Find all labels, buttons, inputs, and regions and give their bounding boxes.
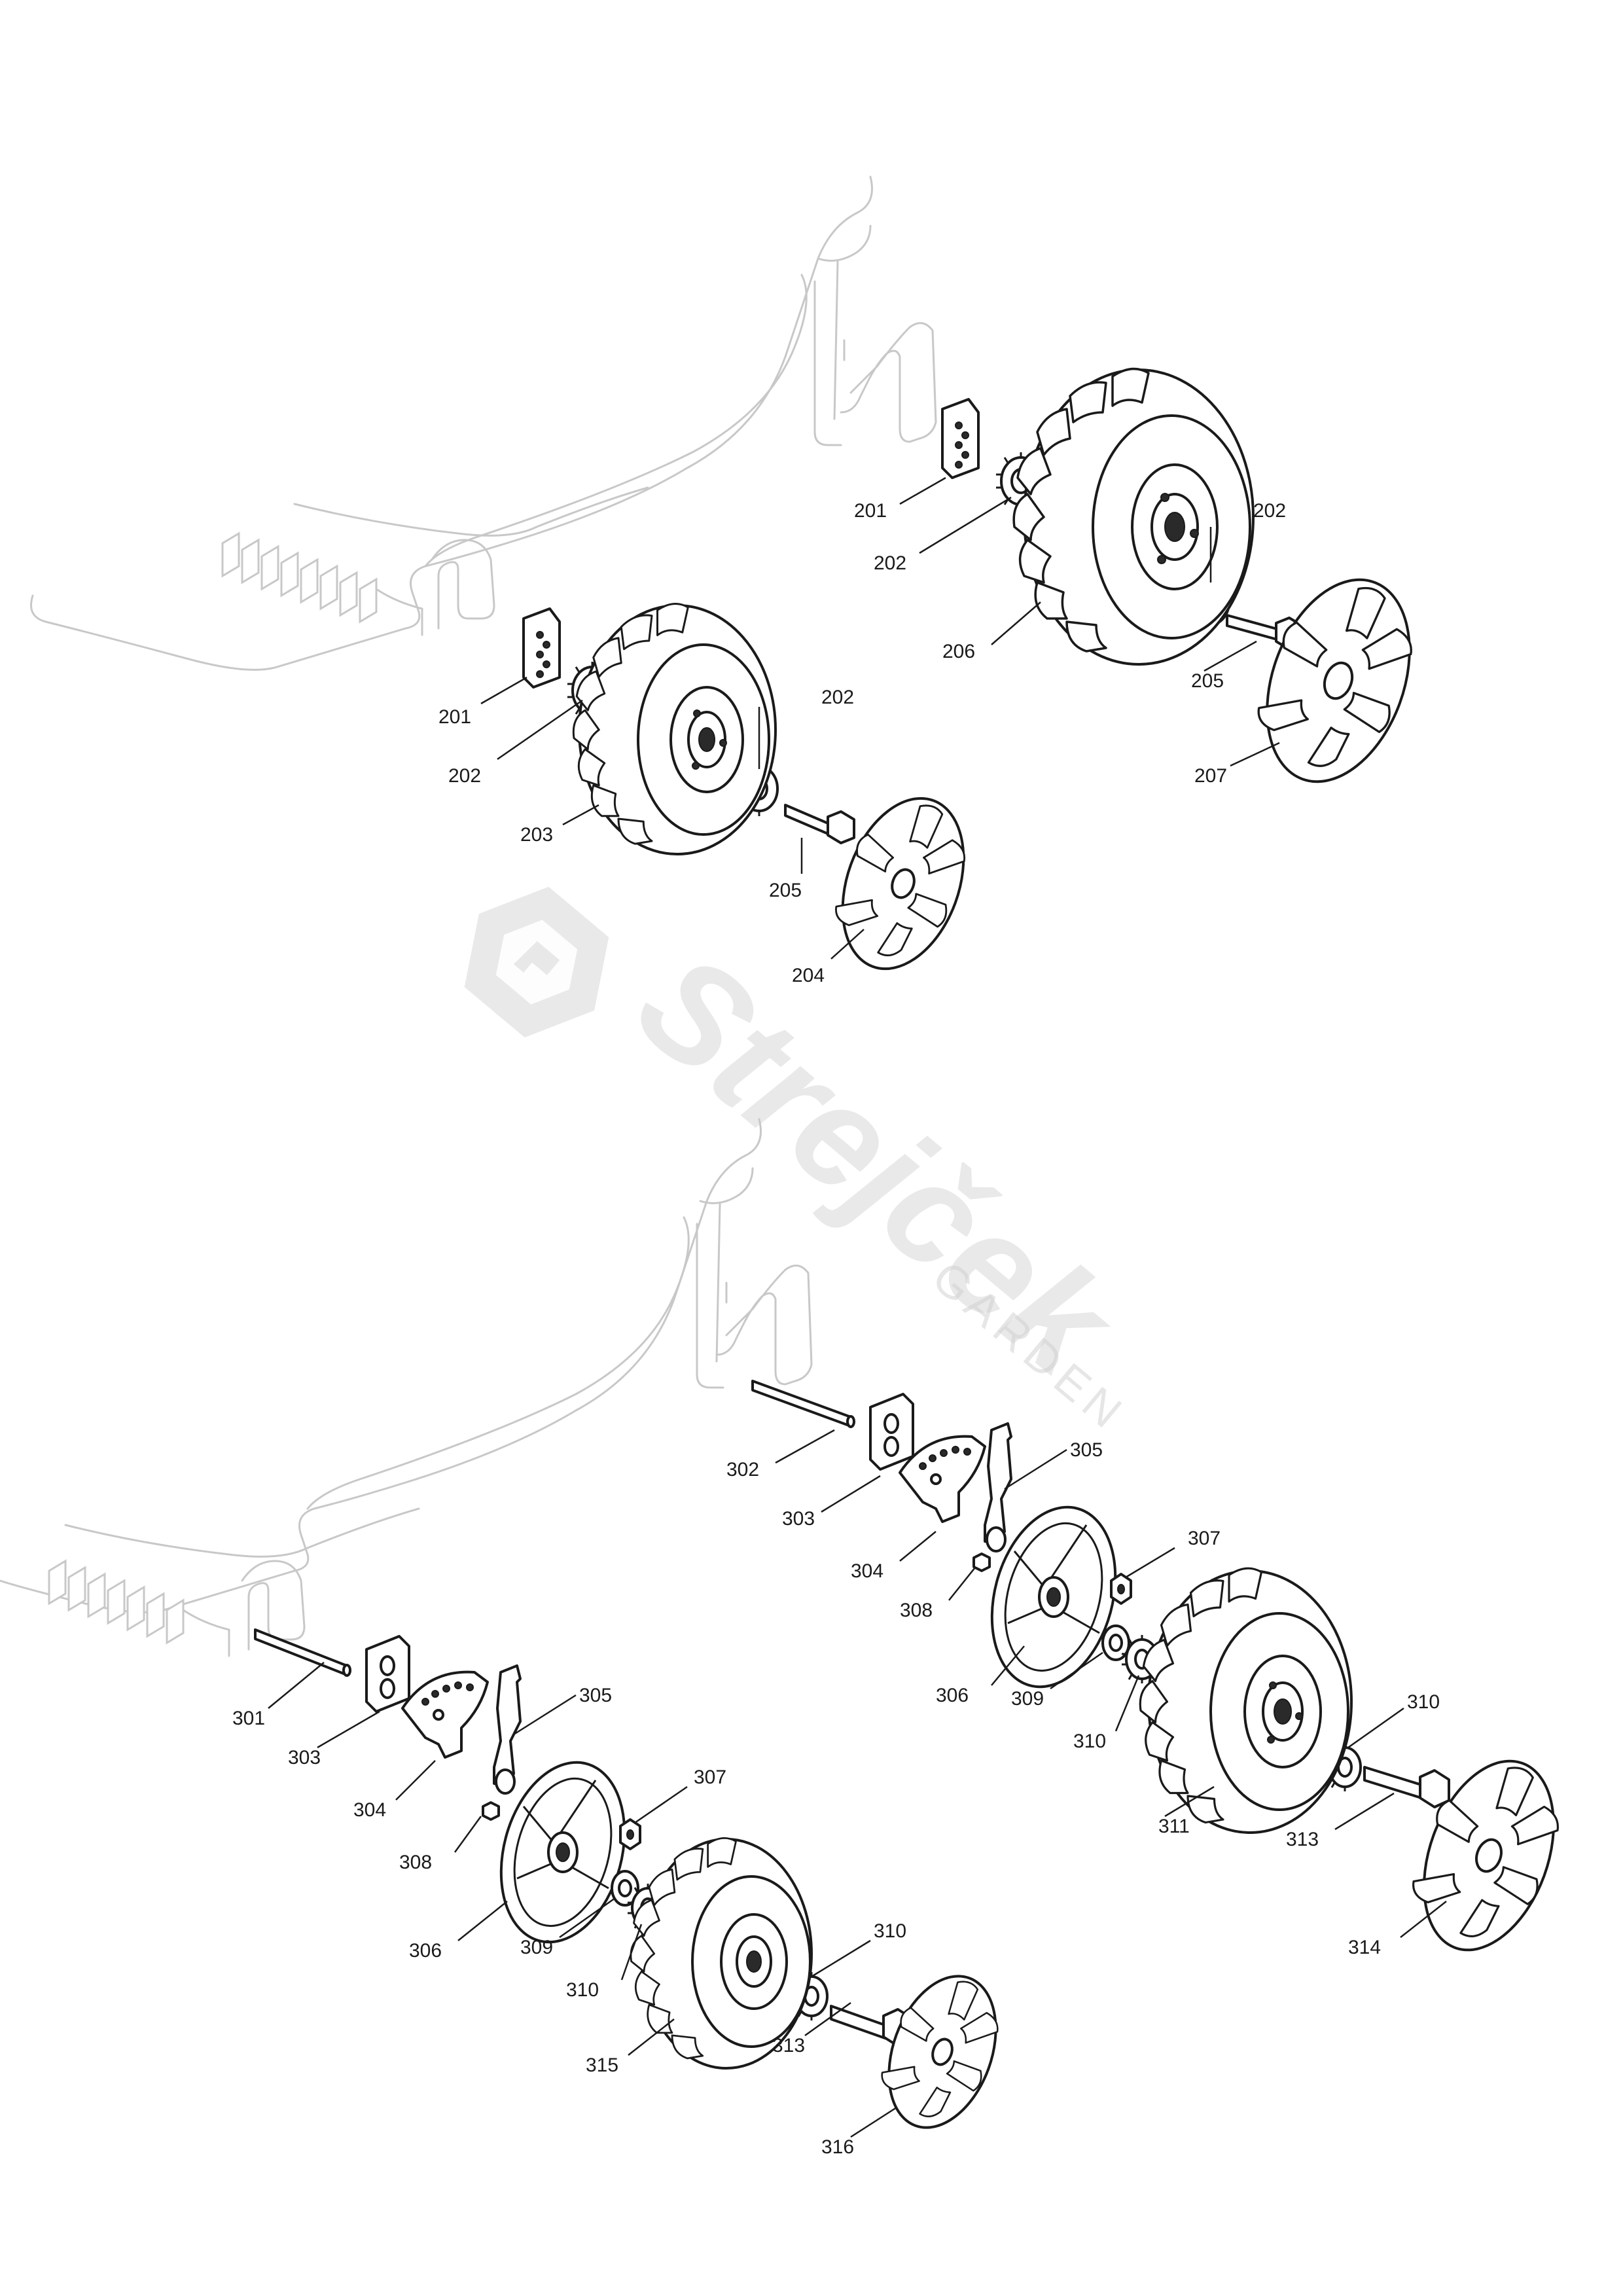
label-307: 307 xyxy=(694,1767,726,1788)
bolt-205-b xyxy=(784,804,855,844)
height-bracket-201-left xyxy=(522,607,561,689)
wheel-203 xyxy=(572,603,777,855)
label-201: 201 xyxy=(854,500,887,522)
sector-plate-304-right xyxy=(899,1435,986,1523)
leader-lines-top xyxy=(480,476,1280,960)
label-308: 308 xyxy=(399,1852,432,1873)
nut-307-right xyxy=(1110,1573,1132,1605)
watermark-logo-icon xyxy=(464,886,609,1038)
deck-outline-top xyxy=(30,175,937,671)
hubcap-204 xyxy=(825,786,980,971)
leader-lines-bottom xyxy=(268,1429,1447,2138)
height-bracket-201-right xyxy=(941,398,980,479)
label-301: 301 xyxy=(232,1708,265,1729)
label-310: 310 xyxy=(1073,1731,1106,1752)
nut-308-right xyxy=(972,1552,991,1572)
label-202: 202 xyxy=(1253,500,1286,522)
washer-309-left xyxy=(611,1870,639,1907)
labels-bottom: 302 303 304 305 307 308 306 309 310 310 … xyxy=(232,1439,1440,2158)
disc-306-right xyxy=(990,1505,1117,1689)
label-308: 308 xyxy=(900,1600,933,1621)
label-306: 306 xyxy=(936,1685,969,1706)
label-309: 309 xyxy=(520,1937,553,1958)
hubcap-316 xyxy=(872,1964,1012,2131)
label-306: 306 xyxy=(409,1940,442,1962)
label-207: 207 xyxy=(1194,765,1227,787)
label-202: 202 xyxy=(448,765,481,787)
label-202: 202 xyxy=(874,552,906,574)
deck-outline-bottom xyxy=(0,1118,813,1657)
label-304: 304 xyxy=(851,1560,883,1582)
label-305: 305 xyxy=(1070,1439,1103,1461)
watermark: Strejček GARDEN xyxy=(464,886,1146,1442)
plate-303-left xyxy=(365,1635,410,1713)
label-203: 203 xyxy=(520,824,553,846)
label-206: 206 xyxy=(942,641,975,662)
wheel-206 xyxy=(1012,367,1255,666)
axle-302 xyxy=(751,1380,855,1428)
label-310: 310 xyxy=(874,1920,906,1942)
label-201: 201 xyxy=(438,706,471,728)
label-205: 205 xyxy=(1191,670,1224,692)
watermark-brand: Strejček xyxy=(609,922,1146,1409)
label-302: 302 xyxy=(726,1459,759,1480)
sector-plate-304-left xyxy=(401,1670,489,1759)
lever-305-left xyxy=(493,1664,522,1795)
wheel-315 xyxy=(630,1837,813,2070)
label-303: 303 xyxy=(288,1747,321,1768)
wheel-311 xyxy=(1139,1567,1353,1834)
axle-301 xyxy=(254,1628,351,1677)
bolt-313-right xyxy=(1363,1766,1450,1808)
label-310: 310 xyxy=(566,1979,599,2001)
hubcap-207 xyxy=(1245,565,1430,785)
disc-306-left xyxy=(499,1761,626,1944)
plate-303-right xyxy=(869,1393,914,1471)
label-309: 309 xyxy=(1011,1688,1044,1710)
nut-307-left xyxy=(619,1818,641,1850)
hubcap-314 xyxy=(1400,1746,1576,1954)
label-307: 307 xyxy=(1188,1528,1221,1549)
washer-309-right xyxy=(1101,1624,1130,1661)
label-202: 202 xyxy=(821,687,854,708)
label-316: 316 xyxy=(821,2136,854,2158)
labels-top: 201 202 202 206 205 207 201 202 202 203 … xyxy=(438,500,1286,986)
label-313: 313 xyxy=(772,2035,805,2056)
label-311: 311 xyxy=(1158,1816,1190,1837)
label-204: 204 xyxy=(792,965,825,986)
label-303: 303 xyxy=(782,1508,815,1530)
label-310: 310 xyxy=(1407,1691,1440,1713)
label-315: 315 xyxy=(586,2054,618,2076)
label-314: 314 xyxy=(1348,1937,1381,1958)
label-305: 305 xyxy=(579,1685,612,1706)
label-205: 205 xyxy=(769,880,802,901)
label-304: 304 xyxy=(353,1799,386,1821)
label-313: 313 xyxy=(1286,1829,1319,1850)
nut-308-left xyxy=(482,1801,500,1821)
lever-305-right xyxy=(984,1422,1012,1552)
